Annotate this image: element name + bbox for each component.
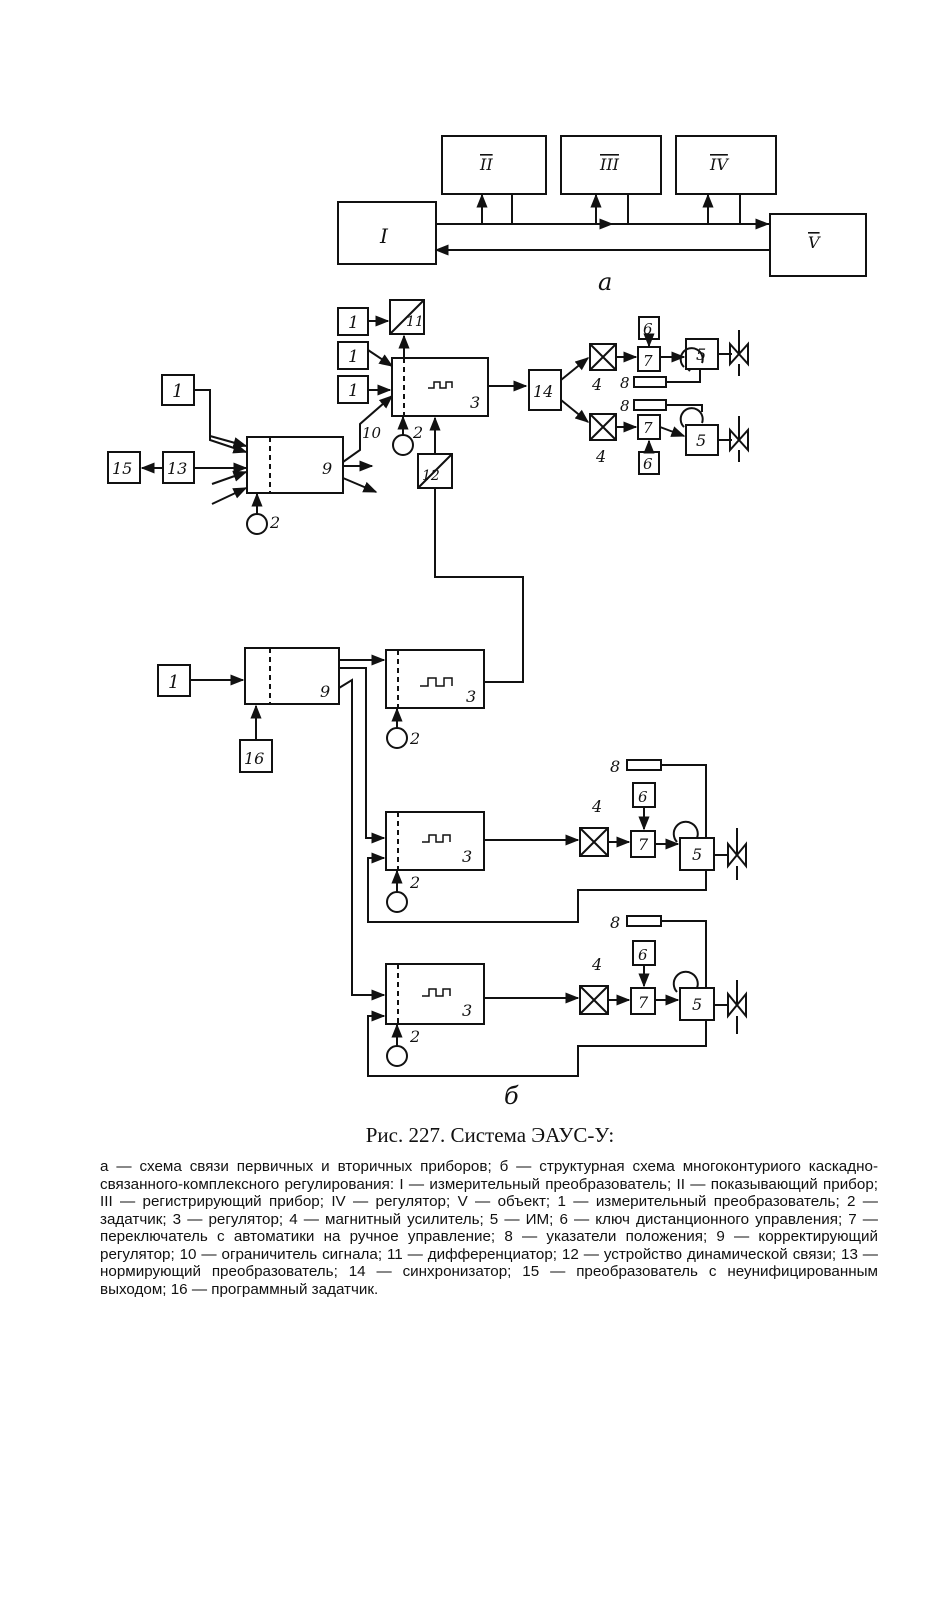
num-13: 13	[167, 459, 187, 478]
regulator-3-mid	[385, 649, 485, 709]
corrective-regulator-9-bottom	[244, 647, 340, 705]
num-2-low-a: 2	[409, 873, 420, 892]
num-16: 16	[244, 749, 264, 768]
num-7-top-b: 7	[643, 419, 653, 437]
num-6-top-b: 6	[643, 455, 653, 473]
setter-2-r3mid	[386, 727, 408, 749]
num-4-low-a: 4	[591, 797, 602, 816]
num-3-top: 3	[470, 393, 480, 412]
block-V	[769, 213, 867, 277]
label-III: III	[599, 155, 620, 174]
part-b-label: б	[504, 1082, 519, 1110]
num-5-low-a: 5	[692, 845, 702, 864]
num-9-bottom: 9	[320, 682, 330, 701]
block-III	[560, 135, 662, 195]
figure-caption: Рис. 227. Система ЭАУС-У:	[365, 1123, 615, 1147]
num-6-low-a: 6	[638, 788, 648, 806]
num-4-top-a: 4	[591, 375, 602, 394]
num-3-low-b: 3	[462, 1001, 472, 1020]
num-1-b: 1	[348, 347, 359, 367]
num-15: 15	[112, 459, 132, 478]
setter-2-r3top	[392, 434, 414, 456]
setter-2-c9top	[246, 513, 268, 535]
label-IV: IV	[709, 155, 729, 174]
num-7-top-a: 7	[643, 352, 653, 370]
indicator-8-low-b	[626, 915, 662, 927]
num-2-low-b: 2	[409, 1027, 420, 1046]
num-12: 12	[422, 468, 440, 484]
num-3-mid: 3	[466, 687, 476, 706]
differentiator-11	[389, 299, 425, 335]
num-1-a: 1	[348, 313, 359, 333]
num-8-low-a: 8	[610, 757, 620, 776]
block-15	[107, 451, 141, 484]
part-a-label: а	[598, 268, 612, 296]
num-10: 10	[362, 424, 382, 442]
num-2-c9top: 2	[269, 513, 280, 532]
block-IV	[675, 135, 777, 195]
num-5-low-b: 5	[692, 995, 702, 1014]
label-I: I	[379, 224, 389, 248]
sensor-1-b	[337, 341, 369, 370]
num-4-low-b: 4	[591, 955, 602, 974]
indicator-8-low-a	[626, 759, 662, 771]
num-7-low-b: 7	[638, 993, 649, 1012]
num-2-r3top: 2	[412, 423, 423, 442]
label-V: V	[808, 233, 821, 252]
num-1-bottom: 1	[168, 672, 179, 693]
num-6-top-a: 6	[643, 320, 653, 338]
figure-legend: а — схема связи первичных и вторичных пр…	[100, 1158, 878, 1298]
num-1-c: 1	[348, 381, 359, 401]
block-II	[441, 135, 547, 195]
num-8-top-a: 8	[620, 374, 630, 392]
indicator-8-top-b	[633, 399, 667, 411]
num-7-low-a: 7	[638, 835, 649, 854]
block-I	[337, 201, 437, 265]
num-1-left: 1	[172, 381, 183, 402]
setter-2-low-b	[386, 1045, 408, 1067]
num-3-low-a: 3	[462, 847, 472, 866]
num-2-mid: 2	[409, 729, 420, 748]
indicator-8-top-a	[633, 376, 667, 388]
num-11: 11	[406, 314, 424, 330]
label-II: II	[479, 155, 493, 174]
num-9-top: 9	[322, 459, 332, 478]
regulator-3-low-b	[385, 963, 485, 1025]
num-14: 14	[533, 382, 553, 401]
num-5-top-a: 5	[696, 345, 706, 364]
num-6-low-b: 6	[638, 946, 648, 964]
num-8-top-b: 8	[620, 397, 630, 415]
num-4-top-b: 4	[595, 447, 606, 466]
num-8-low-b: 8	[610, 913, 620, 932]
num-5-top-b: 5	[696, 431, 706, 450]
setter-2-low-a	[386, 891, 408, 913]
synchronizer-14	[528, 369, 562, 411]
